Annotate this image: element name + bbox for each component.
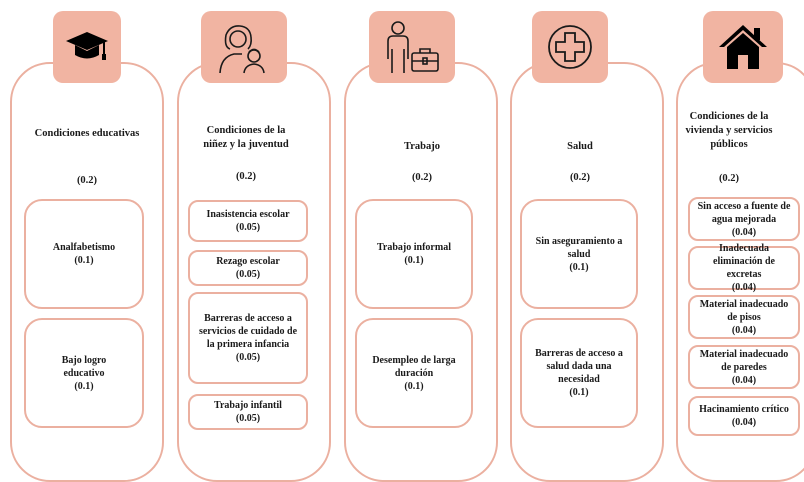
indicator-label: Trabajo informal bbox=[377, 242, 451, 253]
indicator-box: Bajo logro educativo (0.1) bbox=[24, 318, 144, 428]
category-weight: (0.2) bbox=[411, 172, 433, 183]
indicator-weight: (0.04) bbox=[731, 282, 757, 293]
indicator-box: Trabajo infantil (0.05) bbox=[188, 394, 308, 430]
category-title: Trabajo bbox=[404, 141, 440, 152]
category-title: Condiciones de la vivienda y servicios p… bbox=[685, 111, 773, 150]
indicator-box: Hacinamiento crítico (0.04) bbox=[688, 396, 800, 436]
work-icon-box bbox=[369, 11, 455, 83]
indicator-weight: (0.1) bbox=[404, 255, 424, 266]
indicator-label: Inadecuada eliminación de excretas bbox=[713, 243, 775, 280]
indicator-box: Inadecuada eliminación de excretas (0.04… bbox=[688, 243, 800, 293]
childhood-icon-box bbox=[201, 11, 287, 83]
category-weight: (0.2) bbox=[569, 172, 591, 183]
indicator-label: Inasistencia escolar bbox=[206, 209, 290, 220]
indicator-box: Sin aseguramiento a salud (0.1) bbox=[520, 199, 638, 309]
indicator-weight: (0.04) bbox=[731, 226, 757, 238]
indicator-weight: (0.1) bbox=[404, 380, 424, 392]
indicator-box: Sin acceso a fuente de agua mejorada (0.… bbox=[688, 197, 800, 241]
indicator-weight: (0.1) bbox=[74, 380, 94, 392]
housing-icon-box bbox=[703, 11, 783, 83]
indicator-label: Hacinamiento crítico bbox=[699, 404, 789, 415]
category-title: Condiciones educativas bbox=[34, 128, 140, 139]
indicator-weight: (0.05) bbox=[235, 222, 261, 233]
indicator-weight: (0.05) bbox=[235, 352, 261, 363]
category-title: Salud bbox=[567, 141, 593, 152]
indicator-label: Bajo logro educativo bbox=[61, 354, 107, 379]
indicator-label: Trabajo infantil bbox=[214, 400, 282, 411]
indicator-box: Barreras de acceso a servicios de cuidad… bbox=[188, 292, 308, 384]
indicator-label: Desempleo de larga duración bbox=[372, 354, 456, 379]
category-weight: (0.2) bbox=[76, 175, 98, 186]
graduation-cap-icon bbox=[66, 32, 108, 60]
education-icon-box bbox=[53, 11, 121, 83]
indicator-label: Barreras de acceso a salud dada una nece… bbox=[535, 348, 623, 385]
indicator-weight: (0.1) bbox=[569, 387, 589, 398]
indicator-box: Trabajo informal (0.1) bbox=[355, 199, 473, 309]
health-icon-box bbox=[532, 11, 608, 83]
indicator-label: Material inadecuado de pisos bbox=[699, 298, 789, 323]
category-title: Condiciones de la niñez y la juventud bbox=[203, 125, 289, 150]
indicator-weight: (0.1) bbox=[569, 261, 589, 273]
indicator-weight: (0.04) bbox=[731, 374, 757, 386]
category-weight: (0.2) bbox=[718, 173, 740, 184]
health-cross-icon bbox=[548, 25, 592, 69]
indicator-label: Barreras de acceso a servicios de cuidad… bbox=[198, 313, 298, 350]
indicator-weight: (0.04) bbox=[731, 324, 757, 336]
indicator-box: Inasistencia escolar (0.05) bbox=[188, 200, 308, 242]
worker-briefcase-icon bbox=[387, 21, 439, 73]
indicator-weight: (0.1) bbox=[74, 255, 94, 266]
indicator-weight: (0.05) bbox=[235, 413, 261, 424]
indicator-label: Sin acceso a fuente de agua mejorada bbox=[697, 200, 791, 225]
indicator-label: Material inadecuado de paredes bbox=[699, 348, 789, 373]
indicator-label: Sin aseguramiento a salud bbox=[535, 235, 623, 260]
indicator-label: Rezago escolar bbox=[216, 256, 280, 267]
indicator-box: Material inadecuado de pisos (0.04) bbox=[688, 295, 800, 339]
indicator-box: Material inadecuado de paredes (0.04) bbox=[688, 345, 800, 389]
indicator-box: Barreras de acceso a salud dada una nece… bbox=[520, 318, 638, 428]
indicator-box: Desempleo de larga duración (0.1) bbox=[355, 318, 473, 428]
indicator-label: Analfabetismo bbox=[52, 242, 116, 253]
indicator-weight: (0.04) bbox=[731, 417, 757, 428]
house-icon bbox=[719, 25, 767, 69]
indicator-box: Analfabetismo (0.1) bbox=[24, 199, 144, 309]
indicator-box: Rezago escolar (0.05) bbox=[188, 250, 308, 286]
indicator-weight: (0.05) bbox=[235, 269, 261, 280]
category-weight: (0.2) bbox=[235, 171, 257, 182]
mother-child-icon bbox=[219, 25, 265, 74]
